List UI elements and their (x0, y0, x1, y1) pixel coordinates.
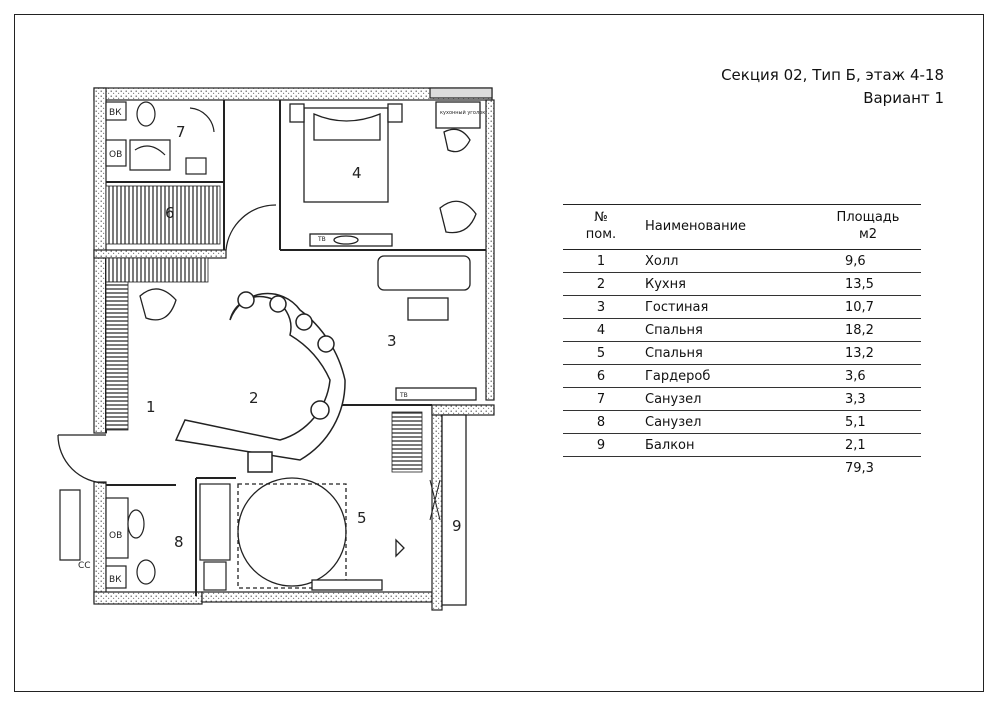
bedroom4-door[interactable] (225, 204, 277, 251)
row-name: Гардероб (639, 364, 815, 388)
room-7-number: 7 (176, 123, 186, 141)
row-name: Спальня (639, 318, 815, 342)
row-name: Санузел (639, 387, 815, 411)
table-header-row: № пом. Наименование Площадь м2 (563, 204, 921, 250)
room-4-number: 4 (352, 164, 362, 182)
header-name: Наименование (639, 204, 815, 250)
row-area: 13,2 (815, 341, 921, 365)
room-9-number: 9 (452, 517, 462, 535)
vk-label: ВК (109, 108, 122, 118)
header-area: Площадь м2 (815, 204, 921, 250)
room-5-number: 5 (357, 509, 367, 527)
row-area: 2,1 (815, 433, 921, 457)
page-frame (14, 14, 984, 692)
row-num: 9 (563, 433, 639, 457)
table-total-row: 79,3 (563, 457, 921, 480)
kitchen-counter (174, 291, 346, 473)
tv-label: ТВ (399, 392, 408, 399)
row-num: 4 (563, 318, 639, 342)
row-num: 3 (563, 295, 639, 319)
hall-armchair (139, 288, 177, 321)
closet-hatch (105, 281, 129, 431)
living-room-furniture (377, 255, 477, 401)
plan-title: Секция 02, Тип Б, этаж 4-18 (721, 66, 944, 84)
bathroom-8-fixtures (59, 483, 231, 591)
cc-label: СС (78, 561, 91, 571)
room-8-number: 8 (174, 533, 184, 551)
corner-note: кухонный уголок (440, 109, 485, 116)
row-name: Холл (639, 249, 815, 273)
entry-door[interactable] (57, 434, 107, 484)
row-name: Санузел (639, 410, 815, 434)
wardrobe-hatch-hall (105, 257, 209, 283)
wardrobe-hatch (105, 185, 221, 245)
bedroom-5-furniture (237, 477, 405, 591)
row-name: Балкон (639, 433, 815, 457)
total-area: 79,3 (845, 460, 874, 476)
ov-label: ОВ (109, 150, 122, 160)
total-empty-2 (639, 457, 815, 480)
row-area: 5,1 (815, 410, 921, 434)
tv2-label: ТВ (317, 236, 326, 243)
row-num: 1 (563, 249, 639, 273)
kitchen-hatch (391, 411, 423, 473)
row-area: 13,5 (815, 272, 921, 296)
plan-variant: Вариант 1 (863, 89, 944, 107)
row-name: Спальня (639, 341, 815, 365)
room-3-number: 3 (387, 332, 397, 350)
row-num: 2 (563, 272, 639, 296)
header-num: № пом. (563, 204, 639, 250)
row-area: 9,6 (815, 249, 921, 273)
balcony-door[interactable] (429, 479, 441, 521)
bathroom-7-fixtures (105, 101, 215, 175)
vk2-label: ВК (109, 575, 122, 585)
row-name: Гостиная (639, 295, 815, 319)
row-num: 8 (563, 410, 639, 434)
room-1-number: 1 (146, 398, 156, 416)
row-area: 10,7 (815, 295, 921, 319)
bedroom-4-furniture (289, 101, 481, 247)
ov2-label: ОВ (109, 531, 122, 541)
row-area: 3,6 (815, 364, 921, 388)
room-2-number: 2 (249, 389, 259, 407)
row-name: Кухня (639, 272, 815, 296)
row-num: 6 (563, 364, 639, 388)
row-area: 3,3 (815, 387, 921, 411)
total-empty-1 (563, 457, 639, 480)
row-num: 5 (563, 341, 639, 365)
room-6-number: 6 (165, 204, 175, 222)
row-num: 7 (563, 387, 639, 411)
row-area: 18,2 (815, 318, 921, 342)
balcony-9 (441, 414, 467, 606)
